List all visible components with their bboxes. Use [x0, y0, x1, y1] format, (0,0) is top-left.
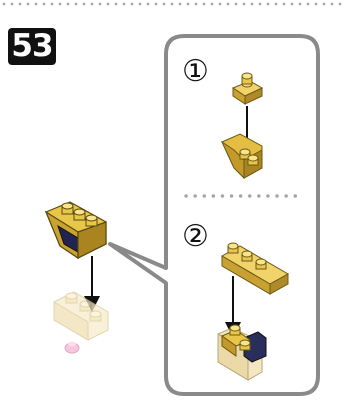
- callout-border: [108, 34, 320, 396]
- step-number-badge: 53: [8, 28, 56, 65]
- substep-2-assembly: [217, 324, 267, 381]
- main-slope-brick: [44, 201, 107, 260]
- substep-1-slope-brick: [220, 133, 263, 180]
- main-base-assembly-ghost: [53, 291, 109, 354]
- top-dotted-rule: [0, 2, 345, 6]
- substep-2-plate: [220, 242, 290, 295]
- substep-1-plate: [231, 72, 264, 105]
- substep-2-number: ②: [182, 219, 209, 254]
- substep-1-number: ①: [182, 54, 209, 89]
